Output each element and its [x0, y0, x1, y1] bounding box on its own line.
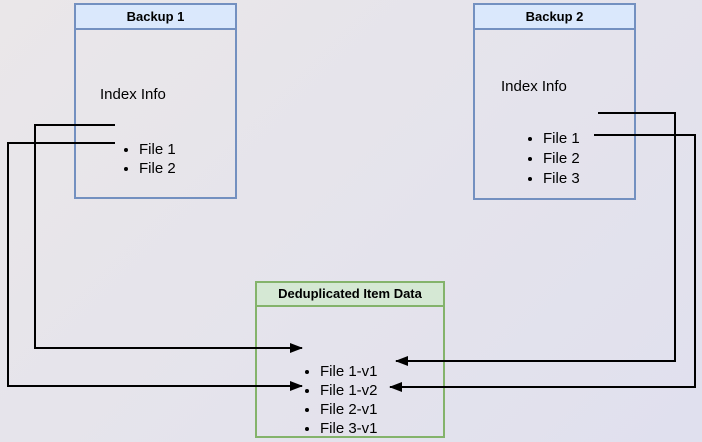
deduplicated-item-data-title: Deduplicated Item Data — [257, 283, 443, 307]
dedup-file-list: File 1-v1 File 1-v2 File 2-v1 File 3-v1 — [304, 362, 378, 438]
file-item: File 3-v1 — [320, 419, 378, 438]
backup1-box: Backup 1 Index Info File 1 File 2 — [74, 3, 237, 199]
file-item: File 2 — [543, 149, 580, 169]
file-item: File 1-v2 — [320, 381, 378, 400]
backup2-index-info-label: Index Info — [501, 78, 567, 95]
backup2-file-list: File 1 File 2 File 3 — [527, 129, 580, 189]
backup1-body: Index Info File 1 File 2 — [76, 30, 235, 197]
deduplicated-item-data-body: File 1-v1 File 1-v2 File 2-v1 File 3-v1 — [257, 307, 443, 438]
backup1-file-list: File 1 File 2 — [123, 140, 176, 178]
backup2-body: Index Info File 1 File 2 File 3 — [475, 30, 634, 198]
file-item: File 3 — [543, 169, 580, 189]
deduplicated-item-data-box: Deduplicated Item Data File 1-v1 File 1-… — [255, 281, 445, 438]
file-item: File 1 — [139, 140, 176, 159]
backup2-box: Backup 2 Index Info File 1 File 2 File 3 — [473, 3, 636, 200]
file-item: File 2-v1 — [320, 400, 378, 419]
file-item: File 1-v1 — [320, 362, 378, 381]
backup1-index-info-label: Index Info — [100, 86, 166, 103]
file-item: File 2 — [139, 159, 176, 178]
backup2-title: Backup 2 — [475, 5, 634, 30]
file-item: File 1 — [543, 129, 580, 149]
backup1-title: Backup 1 — [76, 5, 235, 30]
